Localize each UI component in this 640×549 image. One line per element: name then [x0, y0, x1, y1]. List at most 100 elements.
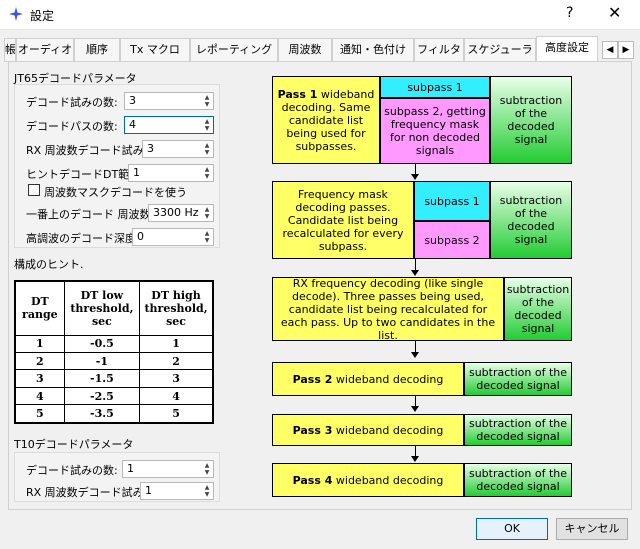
- app-icon: [9, 7, 23, 21]
- tab-reporting[interactable]: レポーティング: [190, 38, 278, 62]
- spin-arrows-icon[interactable]: ▲▼: [204, 94, 210, 108]
- pass2-subpass1: subpass 1: [414, 181, 490, 221]
- freq-mask-label: 周波数マスクデコードを使う: [44, 186, 187, 199]
- harmonic-depth-label: 高調波のデコード深度:: [26, 232, 140, 245]
- tab-partial[interactable]: 帳: [4, 38, 16, 62]
- flow-arrow: [415, 341, 416, 352]
- spin-arrows-icon[interactable]: ▲▼: [204, 118, 210, 132]
- jt65-group-title: JT65デコードパラメータ: [14, 72, 137, 85]
- table-cell: 3: [14, 369, 65, 388]
- freq-mask-box: Frequency mask decoding passes. Candidat…: [272, 181, 414, 259]
- spin-arrows-icon[interactable]: ▲▼: [204, 166, 210, 180]
- table-cell: 2: [139, 351, 214, 371]
- spin-arrows-icon[interactable]: ▲▼: [204, 484, 210, 498]
- table-header: DT range: [14, 280, 65, 336]
- arrow-down-icon: [411, 174, 419, 180]
- t10-rx-attempts-label: RX 周波数デコード試み:: [26, 486, 148, 499]
- pass1-title: Pass 1: [277, 87, 318, 101]
- pass2-title: Pass 2: [292, 372, 333, 386]
- spin-arrows-icon[interactable]: ▲▼: [204, 142, 210, 156]
- table-cell: 5: [139, 404, 214, 424]
- table-cell: -3.5: [63, 404, 141, 424]
- title-bar: 設定 ? ✕: [0, 0, 640, 30]
- freq-mask-checkbox[interactable]: [28, 184, 40, 196]
- tab-tx-macros[interactable]: Tx マクロ: [120, 38, 190, 62]
- rx-freq-subtraction: subtraction of the decoded signal: [504, 277, 572, 341]
- spin-arrows-icon[interactable]: ▲▼: [204, 230, 210, 244]
- rx-freq-attempts-label: RX 周波数デコード試み:: [26, 144, 148, 157]
- ok-button[interactable]: OK: [476, 518, 548, 540]
- help-button[interactable]: ?: [566, 5, 574, 21]
- table-cell: 4: [139, 386, 214, 406]
- pass2-subpass2: subpass 2: [414, 221, 490, 259]
- top-freq-label: 一番上のデコード 周波数:: [26, 208, 155, 221]
- t10-rx-attempts-spinbox[interactable]: 1 ▲▼: [140, 482, 214, 500]
- tab-audio[interactable]: オーディオ: [16, 38, 74, 62]
- pass1-box: Pass 1 wideband decoding. Same candidate…: [272, 76, 380, 164]
- close-button[interactable]: ✕: [608, 3, 622, 22]
- pass3-text: wideband decoding: [335, 423, 444, 437]
- table-cell: 5: [14, 404, 65, 424]
- spin-arrows-icon[interactable]: ▲▼: [204, 462, 210, 476]
- arrow-down-icon: [411, 456, 419, 462]
- hint-dt-range-spinbox[interactable]: 1 ▲▼: [128, 164, 214, 182]
- pass3-box: Pass 3 wideband decoding: [272, 414, 464, 446]
- arrow-down-icon: [411, 270, 419, 276]
- flow-arrow: [415, 164, 416, 174]
- rx-freq-attempts-spinbox[interactable]: 3 ▲▼: [142, 140, 214, 158]
- spin-arrows-icon[interactable]: ▲▼: [204, 206, 210, 220]
- t10-attempts-spinbox[interactable]: 1 ▲▼: [122, 460, 214, 478]
- table-cell: -1.5: [63, 369, 141, 388]
- pass1-subtraction: subtraction of the decoded signal: [490, 76, 572, 164]
- rx-freq-box: RX frequency decoding (like single decod…: [272, 277, 504, 342]
- pass4-box: Pass 4 wideband decoding: [272, 463, 464, 497]
- cancel-button[interactable]: キャンセル: [556, 518, 628, 540]
- table-cell: 2: [14, 351, 65, 371]
- pass2-subtraction-box: subtraction of the decoded signal: [464, 362, 572, 396]
- tab-frequencies[interactable]: 周波数: [278, 38, 332, 62]
- t10-attempts-label: デコード試みの数:: [26, 464, 118, 477]
- t10-group-title: T10デコードパラメータ: [14, 438, 134, 451]
- tab-sequence[interactable]: 順序: [74, 38, 120, 62]
- table-cell: -0.5: [63, 334, 141, 353]
- pass1-text: wideband decoding. Same candidate list b…: [281, 87, 375, 153]
- pass2-subtraction: subtraction of the decoded signal: [490, 181, 572, 259]
- table-cell: -2.5: [63, 386, 141, 406]
- table-cell: 1: [139, 334, 214, 353]
- window-title: 設定: [30, 9, 55, 23]
- tab-scroll-right-icon[interactable]: ▶: [618, 41, 634, 59]
- decode-attempts-spinbox[interactable]: 3 ▲▼: [124, 92, 214, 110]
- table-header: DT high threshold, sec: [139, 280, 214, 336]
- pass4-title: Pass 4: [292, 473, 333, 487]
- table-cell: -1: [63, 351, 141, 371]
- tab-bar: 帳 オーディオ 順序 Tx マクロ レポーティング 周波数 通知・色付け フィル…: [4, 36, 636, 62]
- hint-dt-range-label: ヒントデコードDT範囲:: [26, 168, 144, 181]
- flow-arrow: [415, 259, 416, 270]
- decode-attempts-label: デコード試みの数:: [26, 96, 118, 109]
- decode-passes-spinbox[interactable]: 4 ▲▼: [124, 116, 214, 134]
- tab-scroll-left-icon[interactable]: ◀: [602, 41, 618, 59]
- tab-advanced[interactable]: 高度設定: [536, 36, 598, 62]
- harmonic-depth-spinbox[interactable]: 0 ▲▼: [132, 228, 214, 246]
- table-cell: 1: [14, 334, 65, 353]
- tab-filters[interactable]: フィルタ: [414, 38, 464, 62]
- tab-notifications[interactable]: 通知・色付け: [332, 38, 414, 62]
- tab-scheduler[interactable]: スケジューラ: [464, 38, 536, 62]
- pass4-subtraction-box: subtraction of the decoded signal: [464, 463, 572, 497]
- arrow-down-icon: [411, 406, 419, 412]
- pass3-subtraction-box: subtraction of the decoded signal: [464, 414, 572, 446]
- hints-title: 構成のヒント.: [14, 258, 84, 271]
- pass2-text: wideband decoding: [335, 372, 444, 386]
- pass4-text: wideband decoding: [335, 473, 444, 487]
- top-freq-spinbox[interactable]: 3300 Hz ▲▼: [148, 204, 214, 222]
- flow-arrow: [415, 446, 416, 456]
- pass2-box: Pass 2 wideband decoding: [272, 362, 464, 396]
- table-cell: 4: [14, 386, 65, 406]
- arrow-down-icon: [411, 352, 419, 358]
